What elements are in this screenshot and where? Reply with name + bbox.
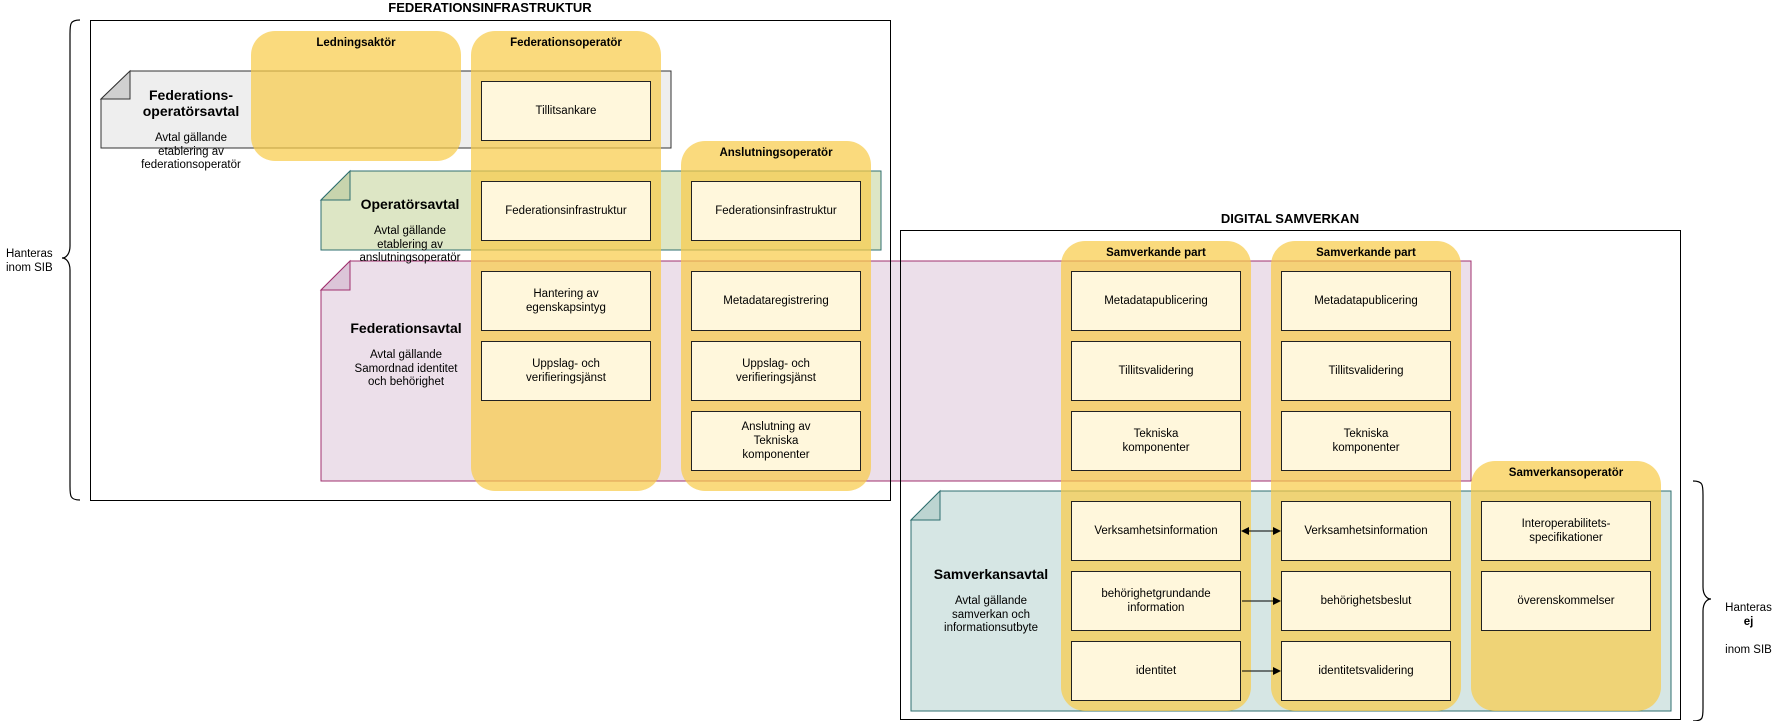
samverkansavtal-label: Samverkansavtal Avtal gällande samverkan… bbox=[921, 552, 1061, 649]
box-metadataregistrering: Metadataregistrering bbox=[691, 271, 861, 331]
column-ledningsaktor bbox=[251, 31, 461, 161]
box-tillitsvalidering-1: Tillitsvalidering bbox=[1071, 341, 1241, 401]
digital-frame-title: DIGITAL SAMVERKAN bbox=[1220, 211, 1360, 226]
federationsoperatorsavtal-fold bbox=[99, 69, 131, 100]
box-federationsinfrastruktur-ao: Federationsinfrastruktur bbox=[691, 181, 861, 241]
column-ledningsaktor-title: Ledningsaktör bbox=[316, 37, 396, 49]
box-verksamhetsinformation-2: Verksamhetsinformation bbox=[1281, 501, 1451, 561]
box-tekniska-komponenter-1: Tekniska komponenter bbox=[1071, 411, 1241, 471]
operatorsavtal-label: Operatörsavtal Avtal gällande etablering… bbox=[345, 182, 475, 279]
box-metadatapublicering-2: Metadatapublicering bbox=[1281, 271, 1451, 331]
federationsavtal-fold bbox=[319, 259, 351, 291]
box-tekniska-komponenter-2: Tekniska komponenter bbox=[1281, 411, 1451, 471]
left-side-label: Hanteras inom SIB bbox=[6, 248, 53, 274]
operatorsavtal-fold bbox=[319, 169, 351, 201]
federation-frame bbox=[90, 20, 891, 501]
box-tillitsvalidering-2: Tillitsvalidering bbox=[1281, 341, 1451, 401]
box-identitet: identitet bbox=[1071, 641, 1241, 701]
box-overenskommelser: överenskommelser bbox=[1481, 571, 1651, 631]
box-anslutning-tekniska: Anslutning av Tekniska komponenter bbox=[691, 411, 861, 471]
federationsoperatorsavtal-label: Federations- operatörsavtal Avtal gällan… bbox=[121, 73, 261, 186]
box-hantering-egenskapsintyg: Hantering av egenskapsintyg bbox=[481, 271, 651, 331]
operatorsavtal-title: Operatörsavtal bbox=[360, 195, 460, 212]
operatorsavtal-desc: Avtal gällande etablering av anslutnings… bbox=[359, 225, 461, 264]
box-uppslag-fo: Uppslag- och verifieringsjänst bbox=[481, 341, 651, 401]
box-uppslag-ao: Uppslag- och verifieringsjänst bbox=[691, 341, 861, 401]
federationsavtal-title: Federationsavtal bbox=[350, 319, 462, 336]
federationsavtal-desc: Avtal gällande Samordnad identitet och b… bbox=[354, 349, 458, 388]
box-tillitsankare: Tillitsankare bbox=[481, 81, 651, 141]
federationsavtal-label: Federationsavtal Avtal gällande Samordna… bbox=[341, 306, 471, 403]
right-brace bbox=[1692, 480, 1712, 721]
right-side-label-line2: inom SIB bbox=[1725, 644, 1772, 656]
box-metadatapublicering-1: Metadatapublicering bbox=[1071, 271, 1241, 331]
federationsoperatorsavtal-title: Federations- operatörsavtal bbox=[142, 86, 240, 119]
samverkansavtal-fold bbox=[909, 489, 941, 521]
column-federationsoperator-title: Federationsoperatör bbox=[510, 37, 622, 49]
box-federationsinfrastruktur-fo: Federationsinfrastruktur bbox=[481, 181, 651, 241]
right-side-label-emphasis: ej bbox=[1743, 616, 1754, 628]
right-side-label-line1: Hanteras bbox=[1725, 602, 1772, 614]
federationsoperatorsavtal-desc: Avtal gällande etablering av federations… bbox=[141, 132, 241, 171]
samverkansavtal-title: Samverkansavtal bbox=[933, 565, 1049, 582]
box-behorighetsbeslut: behörighetsbeslut bbox=[1281, 571, 1451, 631]
box-identitetsvalidering: identitetsvalidering bbox=[1281, 641, 1451, 701]
box-interoperabilitetsspecifikationer: Interoperabilitets- specifikationer bbox=[1481, 501, 1651, 561]
box-behorighetgrundande: behörighetgrundande information bbox=[1071, 571, 1241, 631]
column-samverkansoperator-title: Samverkansoperatör bbox=[1508, 467, 1624, 479]
digital-frame bbox=[900, 230, 1681, 720]
column-anslutningsoperator-title: Anslutningsoperatör bbox=[719, 147, 833, 159]
right-side-label: Hanteras ej inom SIB bbox=[1717, 587, 1780, 657]
box-verksamhetsinformation-1: Verksamhetsinformation bbox=[1071, 501, 1241, 561]
samverkansavtal-desc: Avtal gällande samverkan och information… bbox=[944, 595, 1038, 634]
column-samverkande-part-2-title: Samverkande part bbox=[1316, 247, 1416, 259]
federation-frame-title: FEDERATIONSINFRASTRUKTUR bbox=[388, 0, 592, 15]
column-samverkande-part-1-title: Samverkande part bbox=[1106, 247, 1206, 259]
left-brace bbox=[61, 19, 81, 501]
